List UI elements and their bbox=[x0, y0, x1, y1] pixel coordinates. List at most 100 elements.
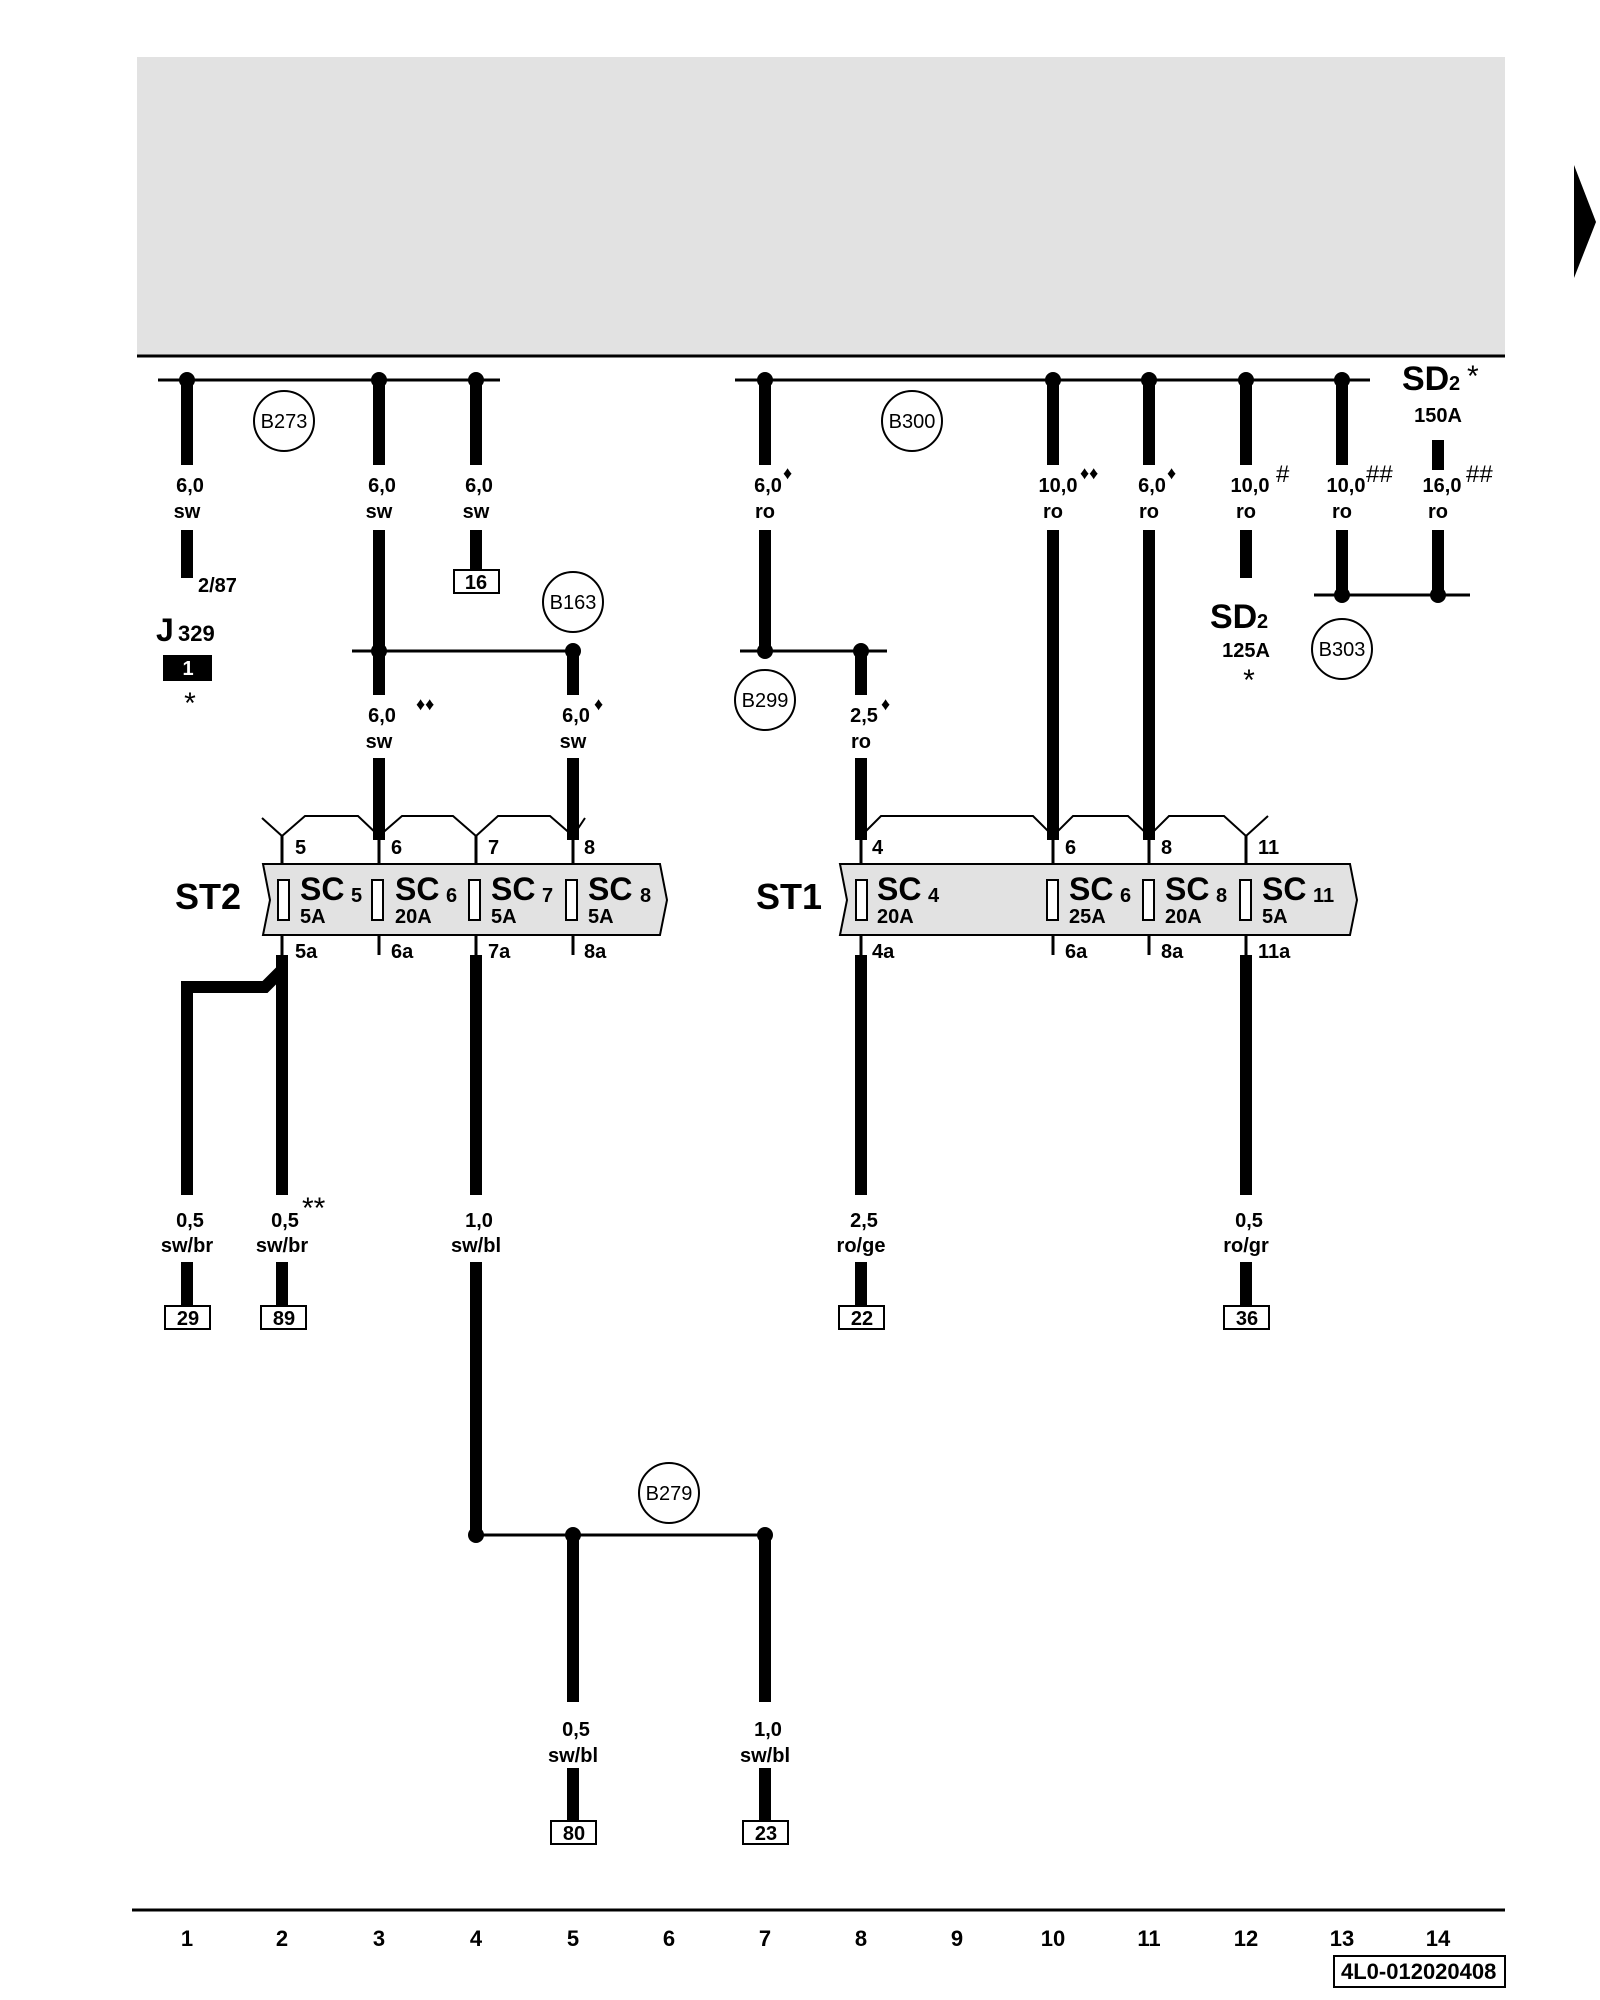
wire-col14-upper: 16,0 ## ro bbox=[1423, 461, 1493, 595]
svg-text:sw: sw bbox=[366, 731, 393, 753]
svg-text:7a: 7a bbox=[488, 941, 511, 963]
svg-text:sw/br: sw/br bbox=[161, 1235, 213, 1257]
svg-text:36: 36 bbox=[1236, 1308, 1258, 1330]
svg-text:20A: 20A bbox=[877, 906, 914, 928]
fuse-sc6-st2: SC 6 20A bbox=[371, 871, 457, 928]
svg-text:29: 29 bbox=[177, 1308, 199, 1330]
fuse-block-st1: ST1 SC 4 20A SC 6 25A SC 8 20A SC 11 5A bbox=[756, 815, 1359, 963]
svg-text:8a: 8a bbox=[584, 941, 607, 963]
svg-text:1: 1 bbox=[182, 658, 193, 680]
svg-text:80: 80 bbox=[563, 1823, 585, 1845]
bus-b273 bbox=[158, 372, 500, 388]
grid-number-14: 14 bbox=[1426, 1926, 1451, 1951]
grid-number-3: 3 bbox=[373, 1926, 385, 1951]
svg-text:2,5: 2,5 bbox=[850, 705, 878, 727]
svg-text:150A: 150A bbox=[1414, 405, 1462, 427]
grid-number-1: 1 bbox=[181, 1926, 193, 1951]
svg-text:25A: 25A bbox=[1069, 906, 1106, 928]
wire-col3-upper: 6,0 sw bbox=[366, 380, 396, 651]
svg-text:125A: 125A bbox=[1222, 640, 1270, 662]
wire-col4-lower: 1,0 sw/bl bbox=[451, 955, 501, 1535]
svg-text:2: 2 bbox=[1449, 373, 1460, 395]
bus-b303 bbox=[1314, 587, 1470, 603]
svg-text:4L0-012020408: 4L0-012020408 bbox=[1341, 1959, 1496, 1984]
svg-text:sw/br: sw/br bbox=[256, 1235, 308, 1257]
svg-text:8: 8 bbox=[584, 837, 595, 859]
terminal-23: 23 bbox=[742, 1820, 789, 1845]
grid-number-2: 2 bbox=[276, 1926, 288, 1951]
wire-col4-upper: 6,0 sw bbox=[463, 380, 493, 570]
svg-text:2/87: 2/87 bbox=[198, 575, 237, 597]
terminal-36: 36 bbox=[1223, 1305, 1270, 1330]
svg-text:B303: B303 bbox=[1319, 639, 1366, 661]
wire-col10-upper: 10,0 ♦♦ ro bbox=[1039, 380, 1098, 840]
svg-text:B299: B299 bbox=[742, 690, 789, 712]
header-panel bbox=[137, 57, 1505, 355]
connector-b163: B163 bbox=[542, 571, 604, 633]
svg-text:4: 4 bbox=[928, 885, 940, 907]
fuse-sd2-150a: SD 2 * 150A bbox=[1402, 360, 1479, 470]
svg-text:7: 7 bbox=[488, 837, 499, 859]
grid-number-13: 13 bbox=[1330, 1926, 1354, 1951]
svg-text:329: 329 bbox=[178, 621, 215, 646]
svg-text:ST1: ST1 bbox=[756, 876, 822, 917]
svg-text:11a: 11a bbox=[1258, 941, 1291, 963]
wire-col7-lower: 1,0 sw/bl bbox=[740, 1535, 790, 1821]
bus-b163 bbox=[352, 643, 581, 659]
connector-b303: B303 bbox=[1311, 618, 1373, 680]
svg-text:6,0: 6,0 bbox=[562, 705, 590, 727]
grid-number-6: 6 bbox=[663, 1926, 675, 1951]
svg-text:5A: 5A bbox=[491, 906, 517, 928]
fuse-sc8-st1: SC 8 20A bbox=[1142, 871, 1227, 928]
svg-text:ST2: ST2 bbox=[175, 876, 241, 917]
svg-text:B163: B163 bbox=[550, 592, 597, 614]
svg-text:6: 6 bbox=[1120, 885, 1131, 907]
fuse-sc6-st1: SC 6 25A bbox=[1046, 871, 1131, 928]
svg-text:20A: 20A bbox=[395, 906, 432, 928]
svg-text:B300: B300 bbox=[889, 411, 936, 433]
svg-text:7: 7 bbox=[542, 885, 553, 907]
svg-text:10,0: 10,0 bbox=[1327, 475, 1366, 497]
svg-text:ro/ge: ro/ge bbox=[837, 1235, 886, 1257]
svg-text:♦: ♦ bbox=[881, 694, 890, 714]
svg-text:5: 5 bbox=[295, 837, 306, 859]
fuse-block-st2: ST2 SC 5 5A SC 6 20A SC 7 5A SC 8 5A bbox=[175, 815, 669, 963]
svg-text:20A: 20A bbox=[1165, 906, 1202, 928]
wire-col11-upper: 6,0 ♦ ro bbox=[1138, 380, 1176, 840]
terminal-89: 89 bbox=[260, 1305, 307, 1330]
svg-text:6a: 6a bbox=[1065, 941, 1088, 963]
st1-bottom-pins: 4a 6a 8a 11a bbox=[859, 935, 1291, 963]
svg-text:*: * bbox=[1243, 664, 1255, 697]
svg-text:8a: 8a bbox=[1161, 941, 1184, 963]
svg-text:16,0: 16,0 bbox=[1423, 475, 1462, 497]
connector-b299: B299 bbox=[734, 669, 796, 731]
next-page-arrow-icon[interactable] bbox=[1574, 165, 1596, 278]
svg-text:6,0: 6,0 bbox=[754, 475, 782, 497]
svg-text:ro: ro bbox=[851, 731, 871, 753]
svg-text:SC: SC bbox=[1069, 871, 1113, 907]
wire-col13-upper: 10,0 ## ro bbox=[1327, 380, 1393, 595]
grid-number-10: 10 bbox=[1041, 1926, 1065, 1951]
fuse-sc11: SC 11 5A bbox=[1239, 871, 1334, 928]
svg-text:6: 6 bbox=[446, 885, 457, 907]
svg-text:5a: 5a bbox=[295, 941, 318, 963]
svg-text:6,0: 6,0 bbox=[1138, 475, 1166, 497]
svg-text:1,0: 1,0 bbox=[465, 1210, 493, 1232]
svg-text:2,5: 2,5 bbox=[850, 1210, 878, 1232]
svg-text:♦: ♦ bbox=[1167, 463, 1176, 483]
terminal-22: 22 bbox=[838, 1305, 885, 1330]
svg-text:SC: SC bbox=[395, 871, 439, 907]
st2-top-pins: 5 6 7 8 bbox=[280, 836, 595, 864]
svg-text:11: 11 bbox=[1313, 885, 1334, 907]
svg-text:1,0: 1,0 bbox=[754, 1719, 782, 1741]
grid-number-11: 11 bbox=[1137, 1926, 1160, 1951]
svg-text:8: 8 bbox=[640, 885, 651, 907]
svg-text:11: 11 bbox=[1258, 837, 1279, 859]
svg-text:22: 22 bbox=[851, 1308, 873, 1330]
bus-b279 bbox=[468, 1527, 773, 1543]
svg-text:*: * bbox=[184, 687, 196, 720]
svg-text:5: 5 bbox=[351, 885, 362, 907]
svg-text:ro: ro bbox=[1139, 501, 1159, 523]
svg-text:ro/gr: ro/gr bbox=[1223, 1235, 1269, 1257]
